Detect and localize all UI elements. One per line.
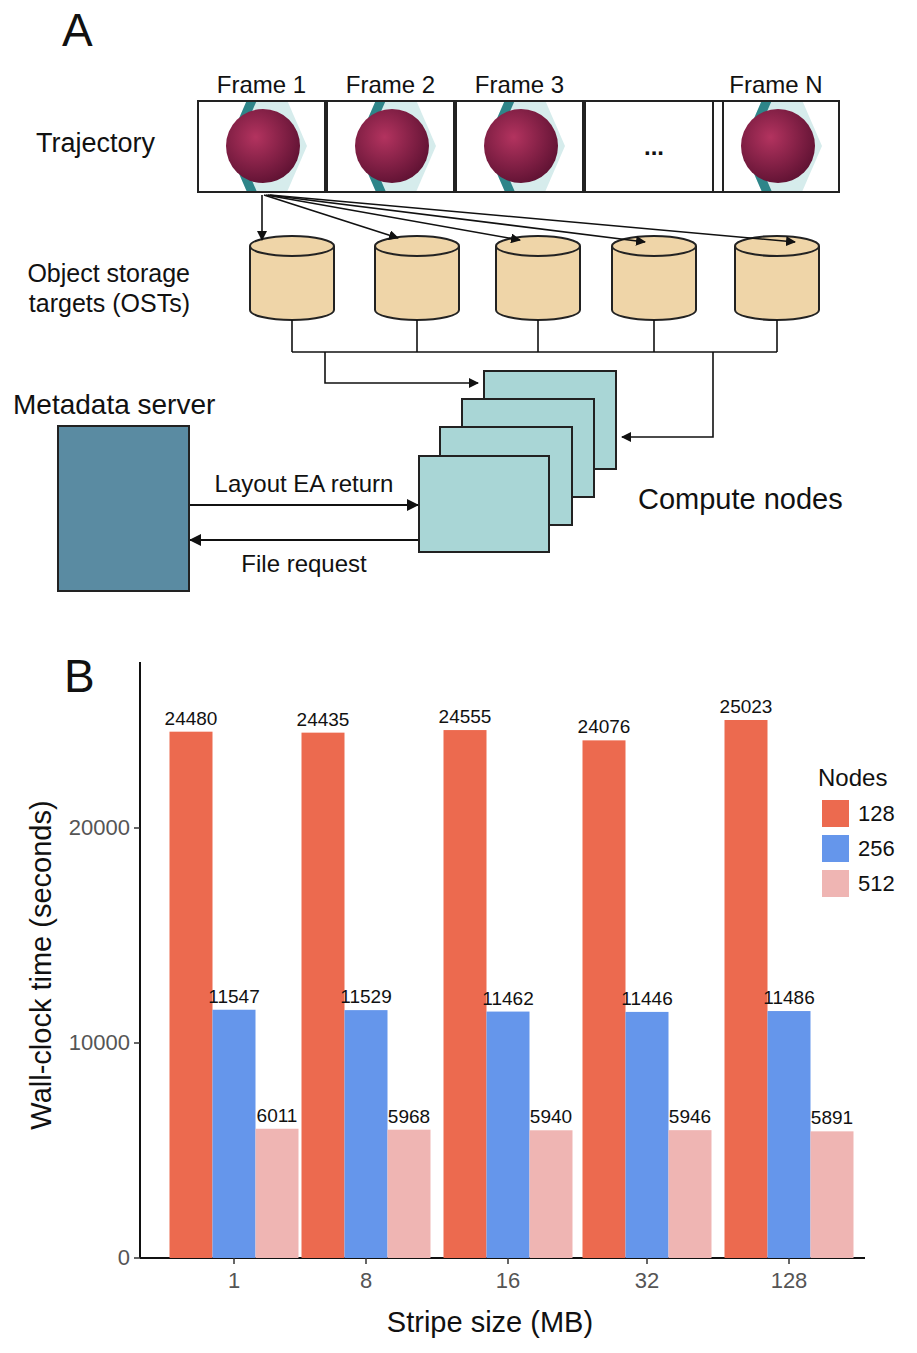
bar (768, 1011, 811, 1258)
bar-value: 5968 (388, 1106, 430, 1128)
frame-box: Frame 2 (326, 100, 455, 193)
frame-title: Frame 3 (457, 71, 582, 99)
bar (444, 730, 487, 1258)
compute-node-box: Compute nodes (418, 455, 550, 553)
legend-text: 256 (858, 836, 895, 861)
x-tick: 32 (635, 1268, 659, 1293)
bar-value: 24480 (165, 708, 218, 730)
legend-swatch (822, 870, 849, 897)
legend-text: 128 (858, 801, 895, 826)
x-tick: 8 (360, 1268, 372, 1293)
panel-letter: B (64, 650, 95, 703)
edge-label: Layout EA return (213, 470, 396, 498)
y-tick: 0 (118, 1245, 130, 1270)
striping-arrow (262, 195, 795, 242)
legend-title: Nodes (818, 764, 887, 792)
frame-box: ... (584, 100, 724, 193)
bar-value: 5946 (669, 1106, 711, 1128)
bar-value: 11529 (340, 986, 391, 1008)
legend-swatch (822, 835, 849, 862)
bar-value: 11547 (208, 986, 259, 1008)
bar-chart (134, 662, 865, 1264)
frame-illustration (226, 100, 822, 192)
bar-value: 24555 (439, 706, 492, 728)
y-tick: 20000 (69, 815, 130, 840)
frame-title: Frame N (714, 71, 838, 99)
flow-arrow (190, 539, 418, 541)
bar (213, 1010, 256, 1258)
bar (170, 732, 213, 1258)
bar (583, 740, 626, 1258)
ellipsis-text: ... (586, 102, 722, 191)
bar-value: 5940 (530, 1106, 572, 1128)
server-title: Metadata server (13, 389, 215, 421)
frame-box: Frame 1 (197, 100, 326, 193)
row-label: Trajectory (36, 128, 155, 159)
bar (725, 720, 768, 1258)
axis-title: Stripe size (MB) (387, 1306, 593, 1339)
panel-letter: A (62, 4, 93, 57)
server-box: Metadata server (57, 425, 190, 592)
y-tick: 10000 (69, 1030, 130, 1055)
bar-value: 11446 (621, 988, 672, 1010)
legend-text: 512 (858, 871, 895, 896)
flow-arrow (190, 504, 418, 506)
ost-cylinder (250, 236, 819, 320)
bar (388, 1130, 431, 1258)
bar-value: 5891 (811, 1107, 853, 1129)
bar (811, 1131, 854, 1258)
bar (669, 1130, 712, 1258)
edge-label: File request (239, 550, 368, 578)
bar (487, 1012, 530, 1258)
bar-value: 25023 (720, 696, 773, 718)
legend-swatch (822, 800, 849, 827)
bar (626, 1012, 669, 1258)
x-tick: 1 (228, 1268, 240, 1293)
bar-value: 11462 (482, 988, 533, 1010)
row-label: Object storage targets (OSTs) (14, 258, 190, 318)
x-tick: 16 (496, 1268, 520, 1293)
frame-box: Frame 3 (455, 100, 584, 193)
x-tick: 128 (771, 1268, 808, 1293)
bar-value: 24076 (578, 716, 631, 738)
axis-title: Wall-clock time (seconds) (25, 800, 58, 1129)
bar-value: 6011 (257, 1105, 298, 1127)
bar (345, 1010, 388, 1258)
frame-title: Frame 2 (328, 71, 453, 99)
bar-value: 24435 (297, 709, 350, 731)
bar (302, 733, 345, 1258)
bar (256, 1129, 299, 1258)
bar (530, 1130, 573, 1258)
frame-title: Frame 1 (199, 71, 324, 99)
frame-box: Frame N (712, 100, 840, 193)
compute-title: Compute nodes (638, 483, 843, 516)
bar-value: 11486 (763, 987, 814, 1009)
